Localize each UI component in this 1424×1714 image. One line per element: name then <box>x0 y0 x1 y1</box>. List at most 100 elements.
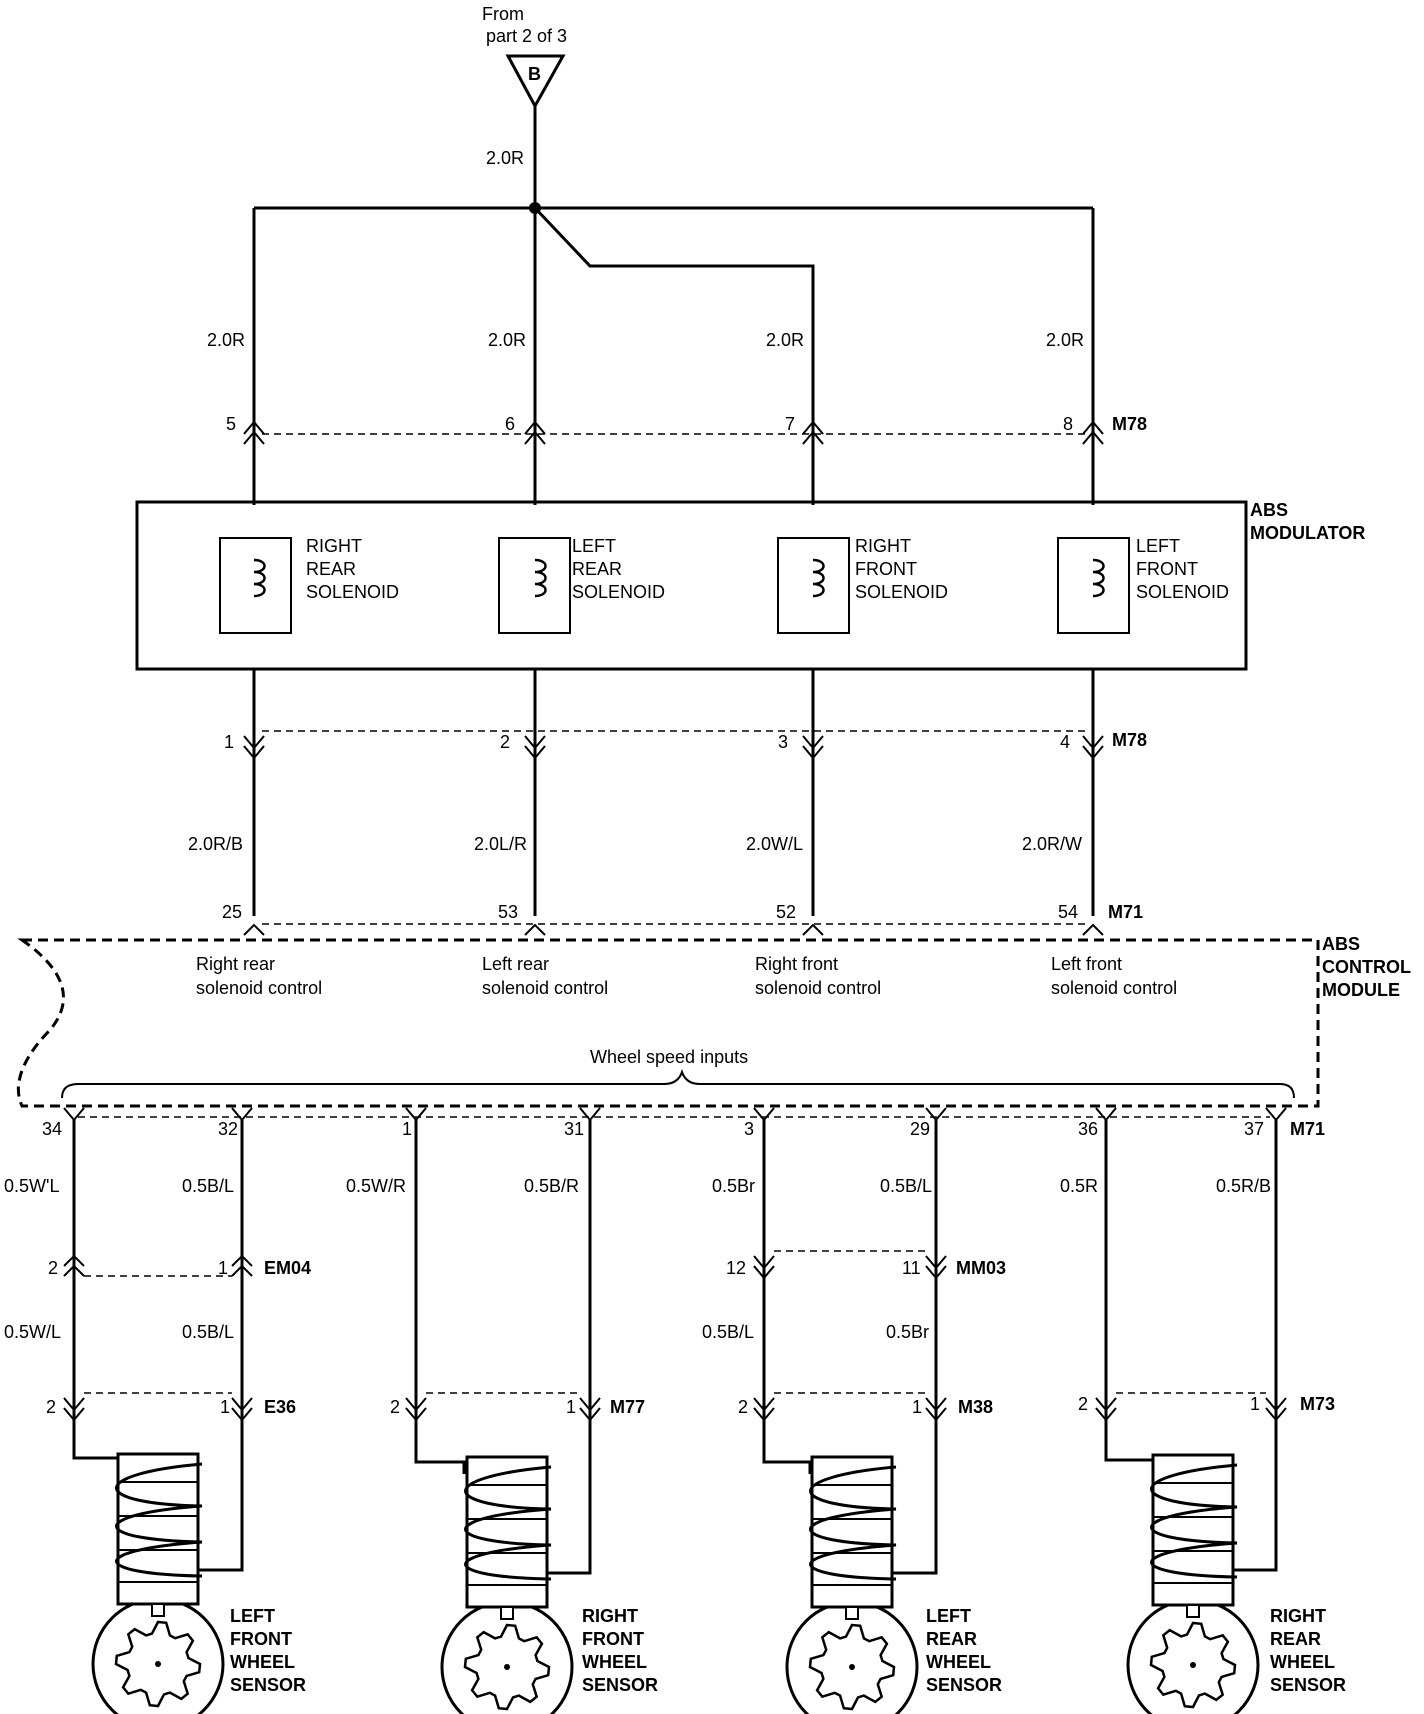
coil-icon <box>1092 558 1105 598</box>
svg-text:7: 7 <box>785 414 795 434</box>
svg-text:SOLENOID: SOLENOID <box>1136 582 1229 602</box>
svg-text:2: 2 <box>46 1397 56 1417</box>
svg-text:REAR: REAR <box>306 559 356 579</box>
coil-icon <box>812 558 825 598</box>
svg-text:2: 2 <box>1078 1394 1088 1414</box>
solenoid-right-rear: RIGHT REAR SOLENOID <box>219 536 399 634</box>
svg-text:2.0L/R: 2.0L/R <box>474 834 527 854</box>
svg-text:2.0R/W: 2.0R/W <box>1022 834 1082 854</box>
sensor-label: LEFT <box>230 1606 275 1626</box>
pin-m78-2: 2 <box>500 669 546 916</box>
coil-icon <box>534 558 547 598</box>
modulator-title-1: ABS <box>1250 500 1288 520</box>
svg-text:0.5B/L: 0.5B/L <box>702 1322 754 1342</box>
connector-label-m78-top: M78 <box>1112 414 1147 434</box>
pin-m78-1: 1 <box>224 669 265 916</box>
connector-label-m38: M38 <box>958 1397 993 1417</box>
svg-text:REAR: REAR <box>926 1629 977 1649</box>
svg-text:REAR: REAR <box>572 559 622 579</box>
svg-text:Right front: Right front <box>755 954 838 974</box>
connector-em04: 2 1 EM04 <box>48 1254 311 1278</box>
modulator-box <box>135 500 1248 671</box>
svg-text:FRONT: FRONT <box>855 559 917 579</box>
svg-text:0.5B/R: 0.5B/R <box>524 1176 579 1196</box>
coil-icon <box>253 558 266 598</box>
connector-m71-top: 25 53 52 54 M71 <box>222 902 1143 936</box>
svg-text:WHEEL: WHEEL <box>926 1652 991 1672</box>
control-module-title-3: MODULE <box>1322 980 1400 1000</box>
axle-dot <box>504 1664 510 1670</box>
svg-text:2: 2 <box>500 732 510 752</box>
circuit-left-rear: 0.5Br 0.5B/L 12 11 MM03 0.5B/L 0.5Br 2 1… <box>702 1120 1006 1575</box>
pin-m78-7: 7 <box>785 320 824 505</box>
connector-mm03: 12 11 MM03 <box>726 1250 1006 1280</box>
svg-text:SOLENOID: SOLENOID <box>306 582 399 602</box>
svg-text:SOLENOID: SOLENOID <box>572 582 665 602</box>
svg-text:SENSOR: SENSOR <box>1270 1675 1346 1695</box>
svg-text:2.0W/L: 2.0W/L <box>746 834 803 854</box>
svg-text:0.5B/L: 0.5B/L <box>182 1176 234 1196</box>
solenoid-left-rear: LEFT REAR SOLENOID <box>498 536 665 634</box>
svg-text:SOLENOID: SOLENOID <box>855 582 948 602</box>
svg-text:0.5B/L: 0.5B/L <box>880 1176 932 1196</box>
wheel-sensor-icon <box>1126 1453 1260 1714</box>
svg-text:0.5W/R: 0.5W/R <box>346 1176 406 1196</box>
wire-label-top-lr: 2.0R <box>488 330 526 350</box>
svg-text:0.5W'L: 0.5W'L <box>4 1176 59 1196</box>
svg-text:0.5R/B: 0.5R/B <box>1216 1176 1271 1196</box>
svg-text:REAR: REAR <box>1270 1629 1321 1649</box>
coil-winding-icon <box>115 1462 203 1578</box>
connector-label-m71-bottom: M71 <box>1290 1119 1325 1139</box>
svg-text:Left front: Left front <box>1051 954 1122 974</box>
svg-text:solenoid control: solenoid control <box>755 978 881 998</box>
pin-m78-4: 4 <box>1060 669 1104 916</box>
svg-text:37: 37 <box>1244 1119 1264 1139</box>
svg-text:SENSOR: SENSOR <box>926 1675 1002 1695</box>
wheel-sensor-icon <box>440 1455 574 1714</box>
sensor-labels: LEFT FRONT WHEEL SENSOR RIGHT FRONT WHEE… <box>230 1606 1346 1695</box>
svg-text:FRONT: FRONT <box>230 1629 292 1649</box>
svg-text:0.5R: 0.5R <box>1060 1176 1098 1196</box>
svg-text:FRONT: FRONT <box>582 1629 644 1649</box>
svg-text:RIGHT: RIGHT <box>306 536 362 556</box>
connector-m77: 2 1 M77 <box>390 1392 645 1422</box>
svg-text:WHEEL: WHEEL <box>582 1652 647 1672</box>
connector-label-mm03: MM03 <box>956 1258 1006 1278</box>
svg-text:0.5B/L: 0.5B/L <box>182 1322 234 1342</box>
wheel-speed-brace <box>61 1068 1295 1099</box>
svg-text:8: 8 <box>1063 414 1073 434</box>
svg-text:36: 36 <box>1078 1119 1098 1139</box>
connector-label-m77: M77 <box>610 1397 645 1417</box>
abs-modulator: ABS MODULATOR RIGHT REAR SOLENOID LEFT R… <box>135 500 1365 671</box>
svg-text:WHEEL: WHEEL <box>230 1652 295 1672</box>
control-module-title-2: CONTROL <box>1322 957 1411 977</box>
wheel-sensor-icon <box>785 1455 919 1714</box>
svg-text:solenoid control: solenoid control <box>482 978 608 998</box>
svg-text:solenoid control: solenoid control <box>1051 978 1177 998</box>
sensor-label: RIGHT <box>582 1606 638 1626</box>
wire-label-top-lf: 2.0R <box>1046 330 1084 350</box>
svg-text:6: 6 <box>505 414 515 434</box>
connector-e36: 2 1 E36 <box>46 1392 296 1422</box>
svg-text:Right rear: Right rear <box>196 954 275 974</box>
svg-text:FRONT: FRONT <box>1136 559 1198 579</box>
coil-winding-icon <box>809 1465 897 1581</box>
svg-text:SENSOR: SENSOR <box>230 1675 306 1695</box>
svg-text:LEFT: LEFT <box>572 536 616 556</box>
connector-label-e36: E36 <box>264 1397 296 1417</box>
source-connector: From part 2 of 3 B <box>482 4 567 110</box>
svg-text:3: 3 <box>744 1119 754 1139</box>
connector-label-m73: M73 <box>1300 1394 1335 1414</box>
connector-b-triangle <box>505 54 566 110</box>
connector-b-letter: B <box>528 64 541 84</box>
svg-text:12: 12 <box>726 1258 746 1278</box>
control-module-title-1: ABS <box>1322 934 1360 954</box>
wire-label-feed: 2.0R <box>486 148 524 168</box>
wheel-speed-label: Wheel speed inputs <box>590 1047 748 1067</box>
svg-text:4: 4 <box>1060 732 1070 752</box>
svg-text:0.5Br: 0.5Br <box>886 1322 929 1342</box>
svg-text:1: 1 <box>912 1397 922 1417</box>
wire-labels-middle: 2.0R/B 2.0L/R 2.0W/L 2.0R/W <box>188 834 1082 854</box>
wire-label-top-rf: 2.0R <box>766 330 804 350</box>
svg-text:1: 1 <box>218 1258 228 1278</box>
